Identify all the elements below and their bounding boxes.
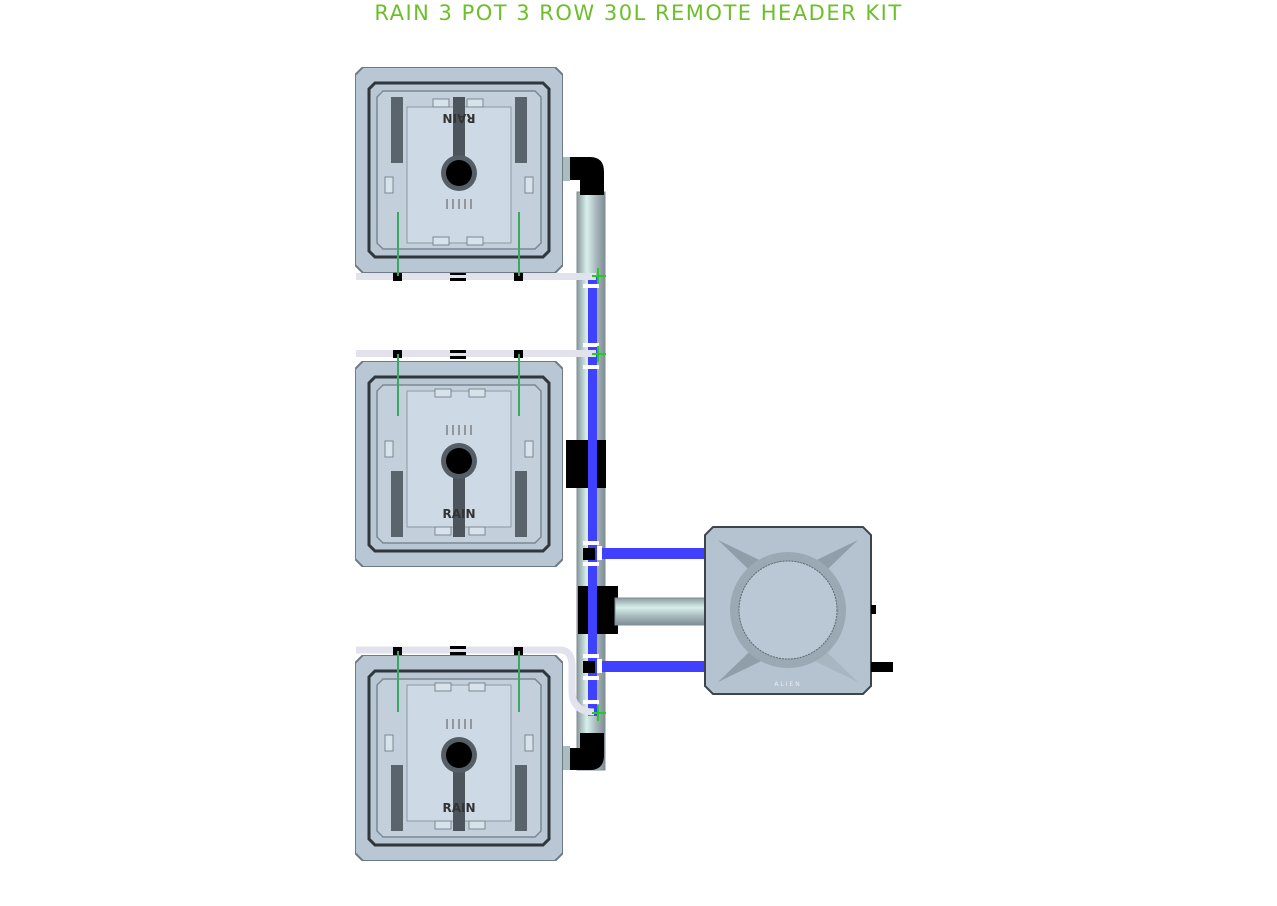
drip-connectors bbox=[592, 268, 606, 721]
pot-2-logo: RAIN bbox=[442, 507, 475, 521]
reservoir-tank: ALIEN bbox=[704, 526, 893, 695]
drip-line-pot-2 bbox=[356, 350, 596, 357]
tank-logo: ALIEN bbox=[774, 681, 802, 688]
drip-line-pot-1 bbox=[356, 273, 596, 280]
pot-3-logo: RAIN bbox=[442, 801, 475, 815]
tee-fitting-tank bbox=[578, 586, 618, 634]
feed-line-clips bbox=[583, 284, 602, 704]
pot-3: RAIN bbox=[355, 655, 563, 861]
tank-pipe bbox=[614, 597, 708, 626]
feed-line-vertical bbox=[588, 276, 597, 716]
elbow-fitting-bottom bbox=[568, 733, 604, 770]
drip-stakes bbox=[397, 212, 520, 712]
pot-2: RAIN bbox=[355, 361, 563, 567]
elbow-fitting-top bbox=[568, 157, 604, 195]
tee-fitting-pot2 bbox=[566, 440, 606, 488]
feed-line-lower bbox=[597, 661, 707, 672]
feed-line-upper bbox=[597, 548, 707, 559]
pot-outlet-1 bbox=[563, 157, 570, 181]
pot-1-logo: RAIN bbox=[442, 111, 475, 125]
pot-1: RAIN bbox=[355, 67, 563, 273]
pot-outlet-3 bbox=[563, 746, 570, 770]
drip-line-pot-3 bbox=[356, 646, 595, 716]
page-title: RAIN 3 POT 3 ROW 30L REMOTE HEADER KIT bbox=[374, 1, 903, 25]
